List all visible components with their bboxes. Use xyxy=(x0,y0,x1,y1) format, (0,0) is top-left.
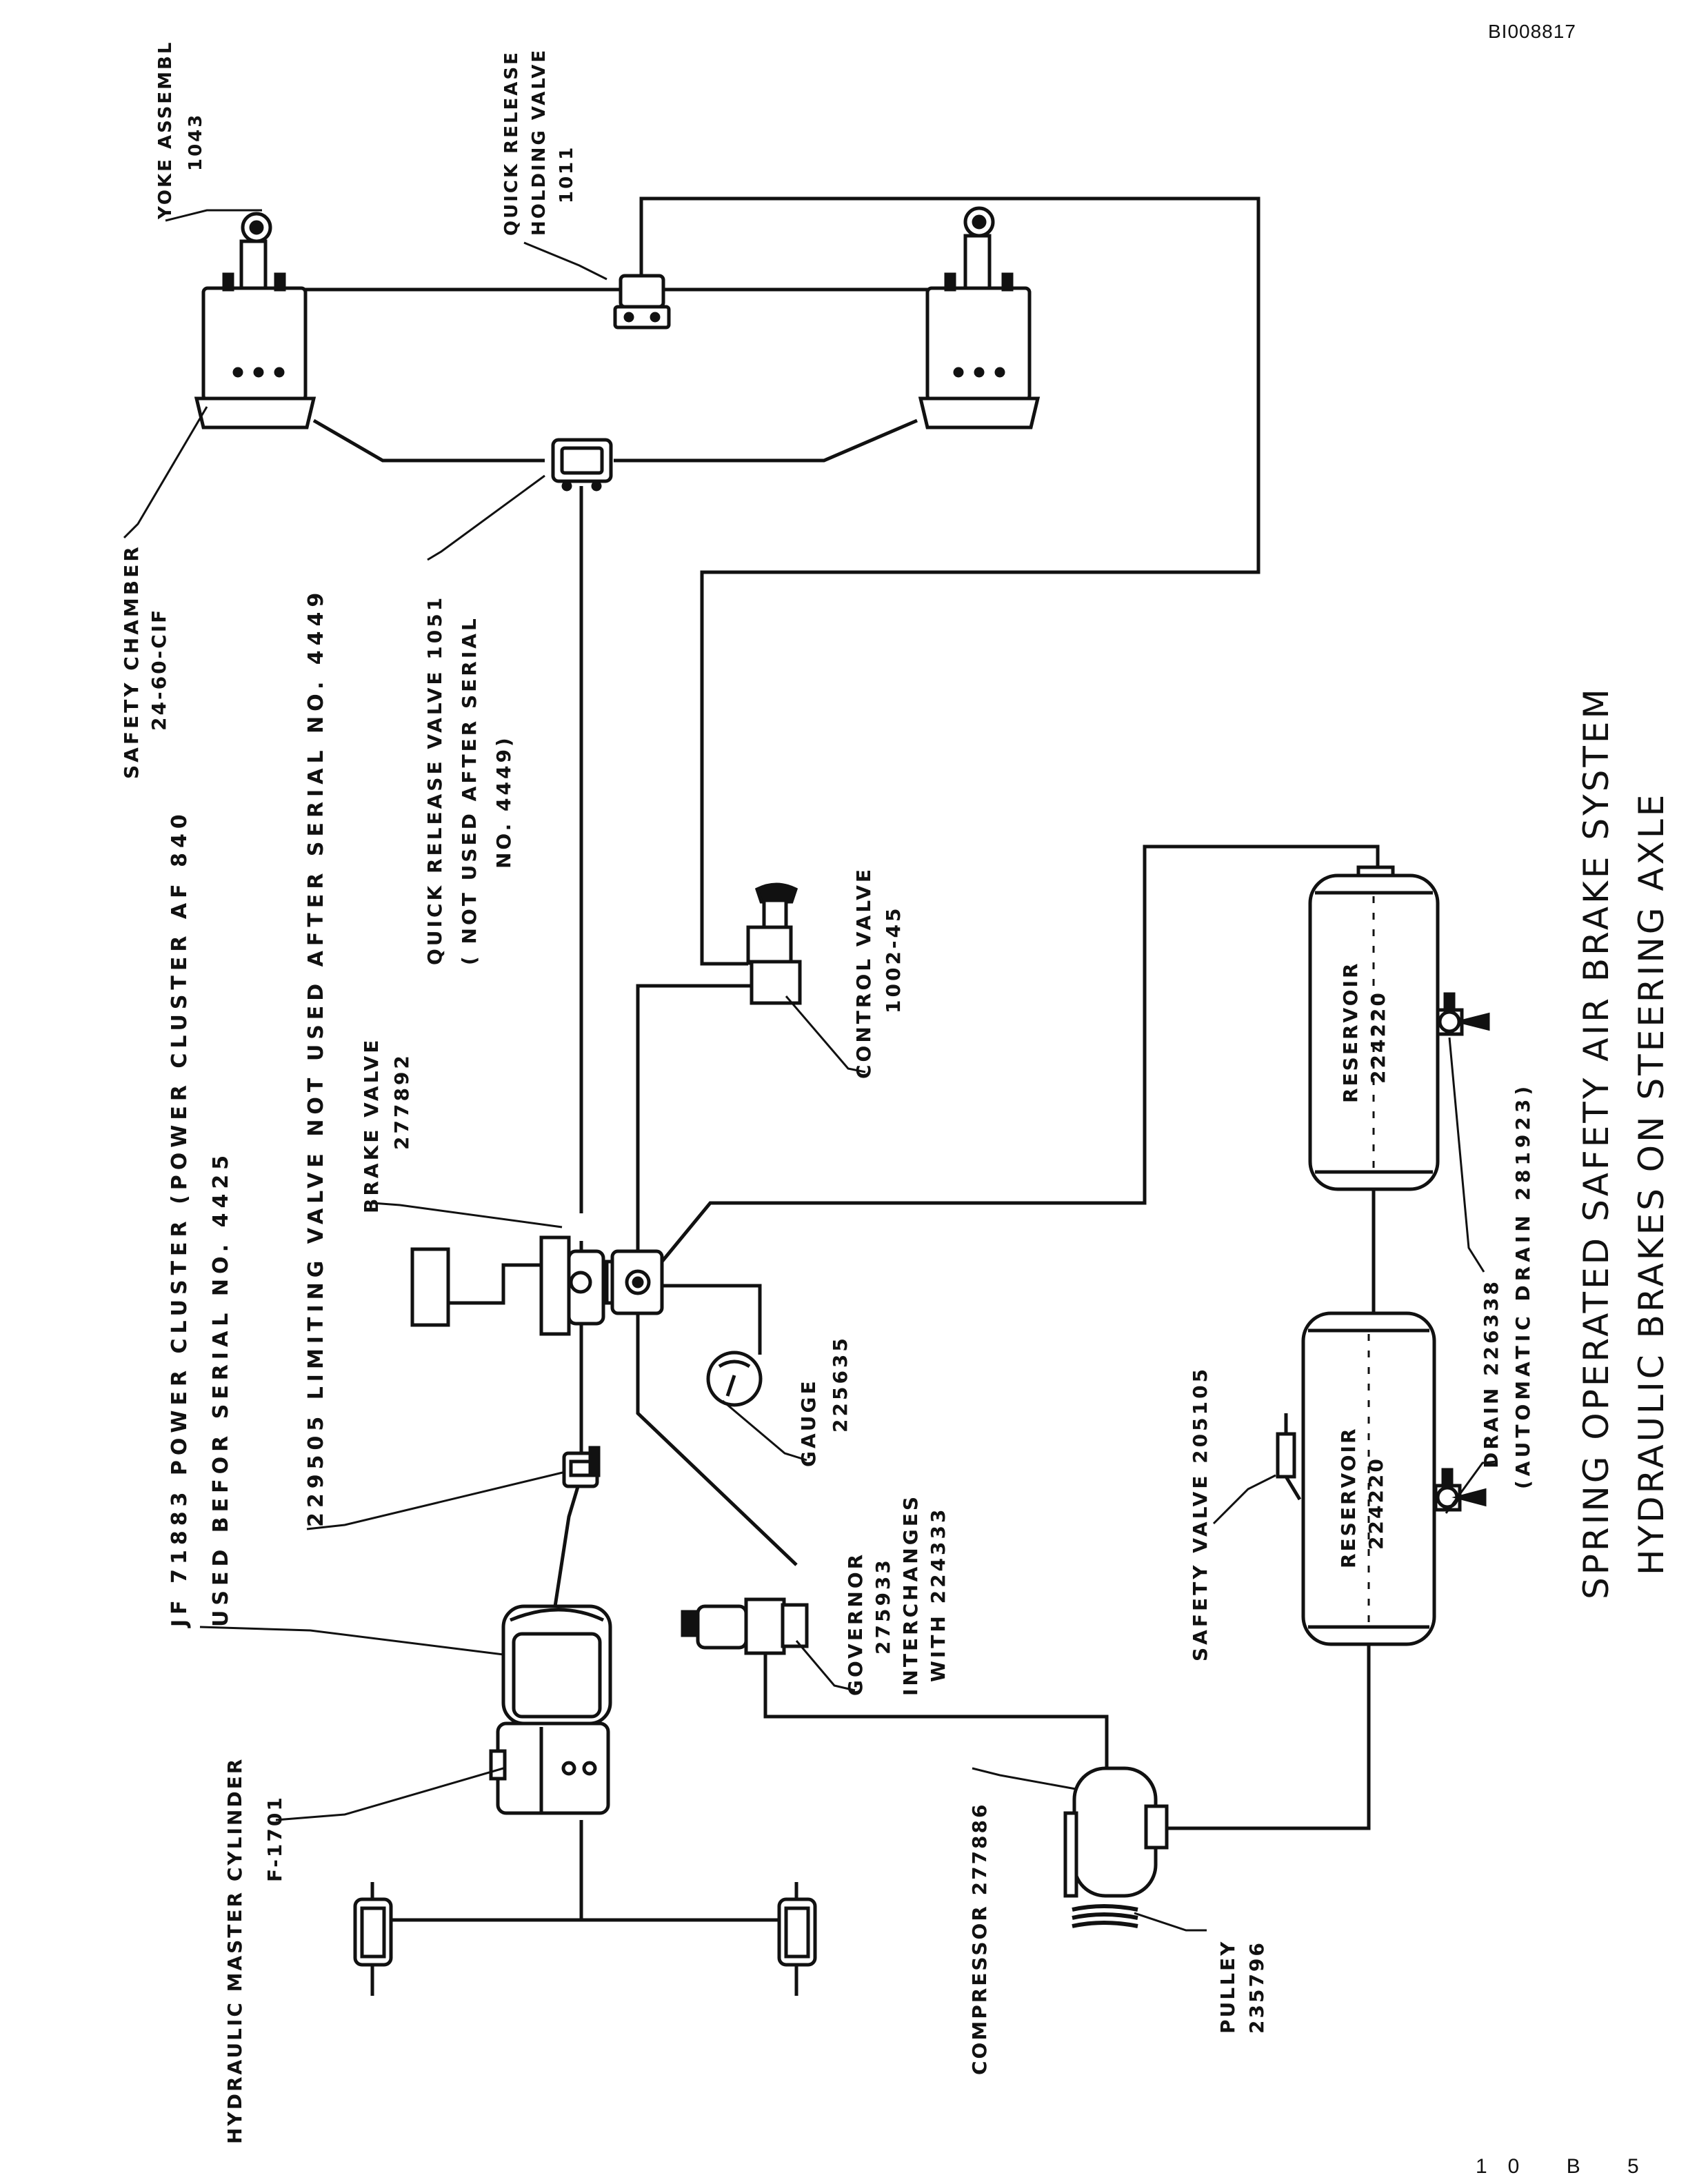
drain-bottom xyxy=(1434,1468,1487,1512)
safety-chamber-number: 24-60-CIF xyxy=(148,608,170,731)
governor xyxy=(681,1597,809,1655)
brake-valve[interactable] xyxy=(410,1235,664,1336)
drain-label: DRAIN 226338 xyxy=(1480,1279,1503,1468)
quick-release-valve-note-2: NO. 4449) xyxy=(492,735,515,869)
chamber-lower-line-right xyxy=(614,418,918,463)
control-valve-label: CONTROL VALVE xyxy=(852,867,875,1079)
power-cluster-note: USED BEFOR SERIAL NO. 4425 xyxy=(209,1151,233,1627)
yoke-assembly-number: 1043 xyxy=(185,113,206,171)
quick-release-valve-note-1: ( NOT USED AFTER SERIAL xyxy=(458,616,481,965)
yoke-assembly-label: YOKE ASSEMBL xyxy=(155,41,176,220)
document-id: BI008817 xyxy=(1488,21,1576,42)
limiting-valve xyxy=(562,1446,601,1488)
quick-release-valve xyxy=(551,438,613,492)
chamber-lower-line xyxy=(312,418,545,463)
gauge xyxy=(706,1351,763,1407)
holding-valve-label-2: HOLDING VALVE xyxy=(529,48,550,236)
pulley-label: PULLEY xyxy=(1216,1940,1239,2034)
governor-label: GOVERNOR xyxy=(844,1552,867,1696)
reservoir-top-number: 224220 xyxy=(1367,991,1389,1084)
governor-to-compressor-line xyxy=(763,1644,1109,1775)
page-mark: 10 B 5 xyxy=(1476,2155,1660,2178)
title-line-1: SPRING OPERATED SAFETY AIR BRAKE SYSTEM xyxy=(1576,686,1616,1599)
holding-valve-line xyxy=(639,196,1260,966)
automatic-drain-label: (AUTOMATIC DRAIN 281923) xyxy=(1511,1082,1534,1489)
gauge-label: GAUGE xyxy=(797,1378,820,1467)
gauge-line xyxy=(662,1284,762,1355)
power-cluster-label: JF 71883 POWER CLUSTER (POWER CLUSTER AF… xyxy=(168,809,192,1628)
safety-chamber-left xyxy=(194,212,316,429)
quick-release-valve-label: QUICK RELEASE VALVE 1051 xyxy=(423,595,446,965)
compressor-label: COMPRESSOR 277886 xyxy=(968,1802,991,2075)
hydraulic-master-cylinder-number: F-1701 xyxy=(263,1795,286,1882)
piping-lines xyxy=(297,196,1380,1922)
gauge-number: 225635 xyxy=(829,1335,852,1433)
reservoir-top xyxy=(1308,865,1440,1191)
hydraulic-master-cylinder xyxy=(489,1721,610,1815)
power-cluster xyxy=(501,1604,612,1726)
control-valve[interactable] xyxy=(746,882,802,1005)
hydraulic-master-cylinder-label: HYDRAULIC MASTER CYLINDER xyxy=(223,1757,246,2144)
safety-valve xyxy=(1276,1413,1302,1501)
safety-chamber-label: SAFETY CHAMBER xyxy=(120,544,143,779)
reservoir-to-compressor-line xyxy=(1158,1644,1371,1830)
wheel-cylinder-right xyxy=(777,1882,817,1996)
limiting-valve-label: 229505 LIMITING VALVE NOT USED AFTER SER… xyxy=(304,588,328,1527)
holding-valve-label-1: QUICK RELEASE xyxy=(501,50,522,236)
leader-lines xyxy=(123,209,1497,1932)
safety-valve-label: SAFETY VALVE 205105 xyxy=(1189,1366,1212,1661)
control-valve-number: 1002-45 xyxy=(882,905,905,1013)
governor-interchange-1: INTERCHANGES xyxy=(899,1494,922,1696)
quick-release-holding-valve xyxy=(613,274,671,330)
governor-interchange-2: WITH 224333 xyxy=(927,1507,950,1682)
reservoir-bottom-number: 224220 xyxy=(1365,1457,1387,1550)
diagram-title: SPRING OPERATED SAFETY AIR BRAKE SYSTEM … xyxy=(1576,686,1671,1599)
brake-valve-to-reservoir-line xyxy=(661,845,1380,1263)
reservoir-top-label: RESERVOIR xyxy=(1339,962,1362,1104)
pulley-number: 235796 xyxy=(1245,1941,1268,2034)
reservoir-bottom xyxy=(1301,1311,1436,1646)
drain-top xyxy=(1436,992,1490,1036)
holding-valve-number: 1011 xyxy=(556,145,577,203)
wheel-cylinder-left xyxy=(353,1882,393,1996)
brake-valve-number: 277892 xyxy=(390,1053,413,1150)
safety-chamber-right xyxy=(918,206,1041,429)
title-line-2: HYDRAULIC BRAKES ON STEERING AXLE xyxy=(1631,792,1671,1575)
control-valve-feed-line xyxy=(636,984,752,1241)
governor-number: 275933 xyxy=(872,1557,894,1655)
compressor xyxy=(1063,1766,1169,1898)
limiting-to-cluster-line xyxy=(553,1475,583,1607)
brake-valve-label: BRAKE VALVE xyxy=(360,1038,383,1213)
labels: YOKE ASSEMBL 1043 QUICK RELEASE HOLDING … xyxy=(120,41,1534,2144)
pulley xyxy=(1072,1904,1138,1928)
reservoir-bottom-label: RESERVOIR xyxy=(1337,1427,1360,1569)
